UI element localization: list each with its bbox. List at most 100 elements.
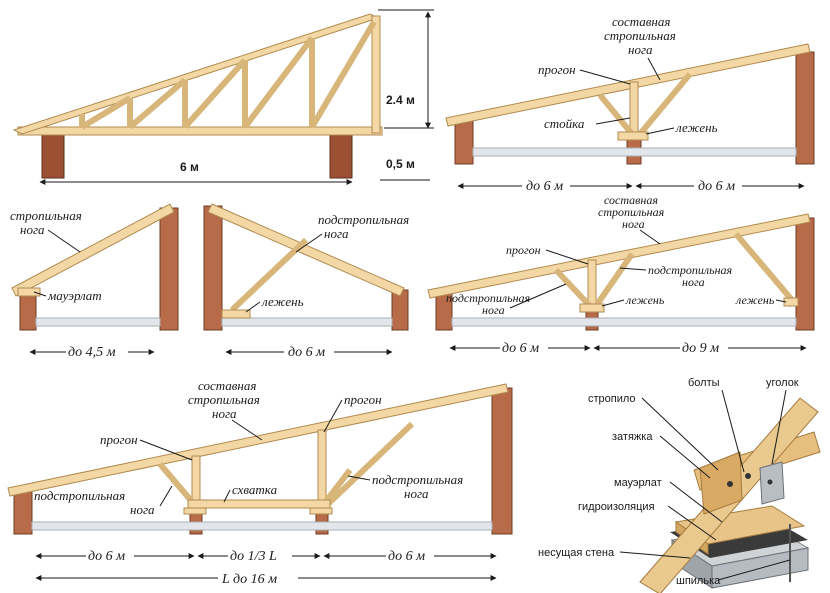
span-left-label: до 6 м [526,179,563,194]
label-strut-right-l2: нога [682,275,705,289]
label-tie: затяжка [612,431,653,443]
floor [31,521,493,531]
label-strut-right-l2: нога [404,486,429,501]
leader-wall [619,551,691,559]
right-wall [795,51,815,165]
strut-right [637,72,693,136]
label-strut-left-l1: подстропильная [34,488,125,503]
strut-left [553,267,593,309]
sill-mid [579,303,605,313]
leader-sill [645,127,675,135]
label-rafter-l2: стропильная [188,392,260,407]
label-strut-right-l1: подстропильная [372,472,463,487]
leader-purlin-left [139,439,193,461]
floor [451,317,797,327]
sill [617,131,649,141]
leader-sill-right [775,299,787,303]
span-right-label: до 6 м [698,179,735,194]
leader-rafter [231,419,263,441]
sill [221,309,251,319]
bolt [767,479,773,485]
left-wall [203,205,223,331]
mauerlat [17,287,41,297]
leader-strut-left [509,283,567,309]
label-stud: шпилька [676,575,721,587]
label-strut-left-l2: нога [130,502,155,517]
leader-tie [659,435,711,479]
leader-strut-left [159,485,173,507]
label-mauerlat: мауэрлат [47,288,102,303]
floor [472,147,797,157]
span-left-bg [522,176,570,192]
bolt [727,481,733,487]
leader-rafter [639,229,661,245]
label-tie: схватка [232,482,278,497]
label-strut-l2: нога [324,226,349,241]
sill-left [183,507,207,515]
single-span-6-diagram: подстропильная нога лежень до 6 м [203,203,409,360]
strut-mid [593,252,635,308]
span-right-label: до 9 м [682,341,719,356]
sill-right [309,507,333,515]
rafter [7,383,509,497]
rafter [427,213,811,299]
span-bg [66,342,128,358]
strut-left [157,462,197,506]
truss-bottom-chord [17,126,383,136]
span-right-bg [694,176,742,192]
leader-waterproofing [667,505,717,541]
label-rafter-l2: стропильная [604,28,676,43]
leader-post [595,117,631,125]
label-waterproofing: гидроизоляция [578,501,655,513]
span-mid-bg [228,546,292,562]
strut-right [325,421,415,507]
label-rafter-l1: стропильная [10,208,82,223]
leader-sill-mid [601,299,625,307]
leader-strut [295,233,323,253]
span-label: до 4,5 м [68,345,116,360]
leader-mauerlat [33,291,47,297]
double-span-top-diagram: составная стропильная нога прогон стойка… [445,14,815,194]
leader-tie [223,489,231,503]
label-sill-mid: лежень [625,293,665,307]
label-sill: лежень [675,120,718,135]
strut-mid-right [321,468,353,506]
span-bg [284,342,334,358]
strut [229,237,309,313]
label-post: стойка [544,116,585,131]
double-span-9-diagram: составная стропильная нога прогон подстр… [427,193,815,356]
truss-end-post [371,15,381,134]
right-wall [159,207,179,331]
left-wall [454,117,474,165]
total-bg [218,568,298,584]
truss-diagram: 6 м 2.4 м 0,5 м [12,9,434,185]
strut-right [733,232,795,302]
rafter [445,43,811,127]
label-strut-right-l1: подстропильная [648,263,733,277]
label-rafter-l2: нога [20,222,45,237]
span-label: до 6 м [288,345,325,360]
strut-left [597,93,635,136]
truss-width-label: 6 м [180,160,199,174]
leader-strut-right [619,267,647,271]
truss-overhang-label: 0,5 м [386,157,415,171]
single-span-45-diagram: стропильная нога мауэрлат до 4,5 м [10,203,179,360]
label-purlin: прогон [506,243,541,257]
label-wall: несущая стена [538,547,615,559]
leader-rafter [47,229,81,253]
node-detail-diagram: стропило болты уголок затяжка мауэрлат г… [538,377,821,593]
span-left-label: до 6 м [88,549,125,564]
truss-web [79,20,377,130]
span-mid-label: до 1/3 L [230,549,277,564]
right-brick-pillar [329,132,353,179]
leader-stud [717,559,791,581]
label-strut-left-l2: нога [482,303,505,317]
label-mauerlat: мауэрлат [614,477,662,489]
label-strut-l1: подстропильная [318,212,409,227]
label-rafter-l3: нога [212,406,237,421]
leader-purlin [545,249,589,265]
label-rafter: стропило [588,393,636,405]
leader-bolts [721,389,745,473]
